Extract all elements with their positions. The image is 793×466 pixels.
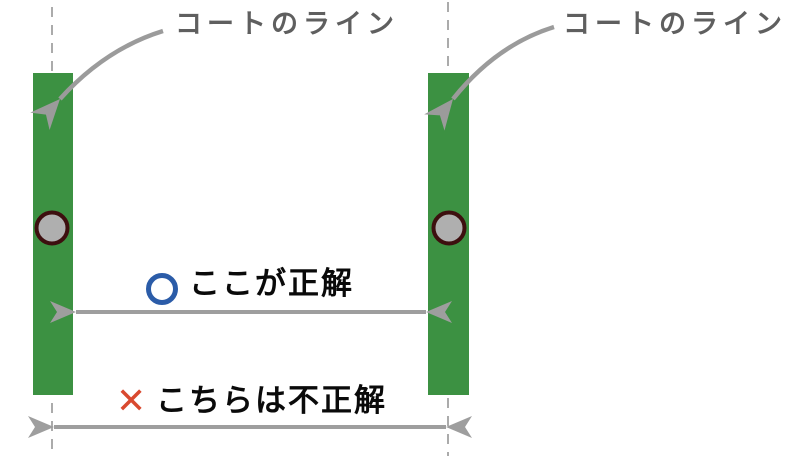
right-court-line-label: コートのライン — [563, 9, 787, 40]
right-pole-marker-circle — [431, 210, 467, 246]
correct-circle-icon — [146, 273, 178, 305]
cross-mark-icon: ✕ — [116, 381, 147, 422]
incorrect-answer-label: こちらは不正解 — [156, 383, 387, 419]
right-leader-curved-arrow-icon — [424, 24, 555, 131]
correct-answer-label: ここが正解 — [189, 266, 354, 302]
left-leader-curved-arrow-icon — [30, 28, 164, 130]
left-pole-marker-circle — [34, 210, 70, 246]
left-court-line-label: コートのライン — [175, 9, 399, 40]
